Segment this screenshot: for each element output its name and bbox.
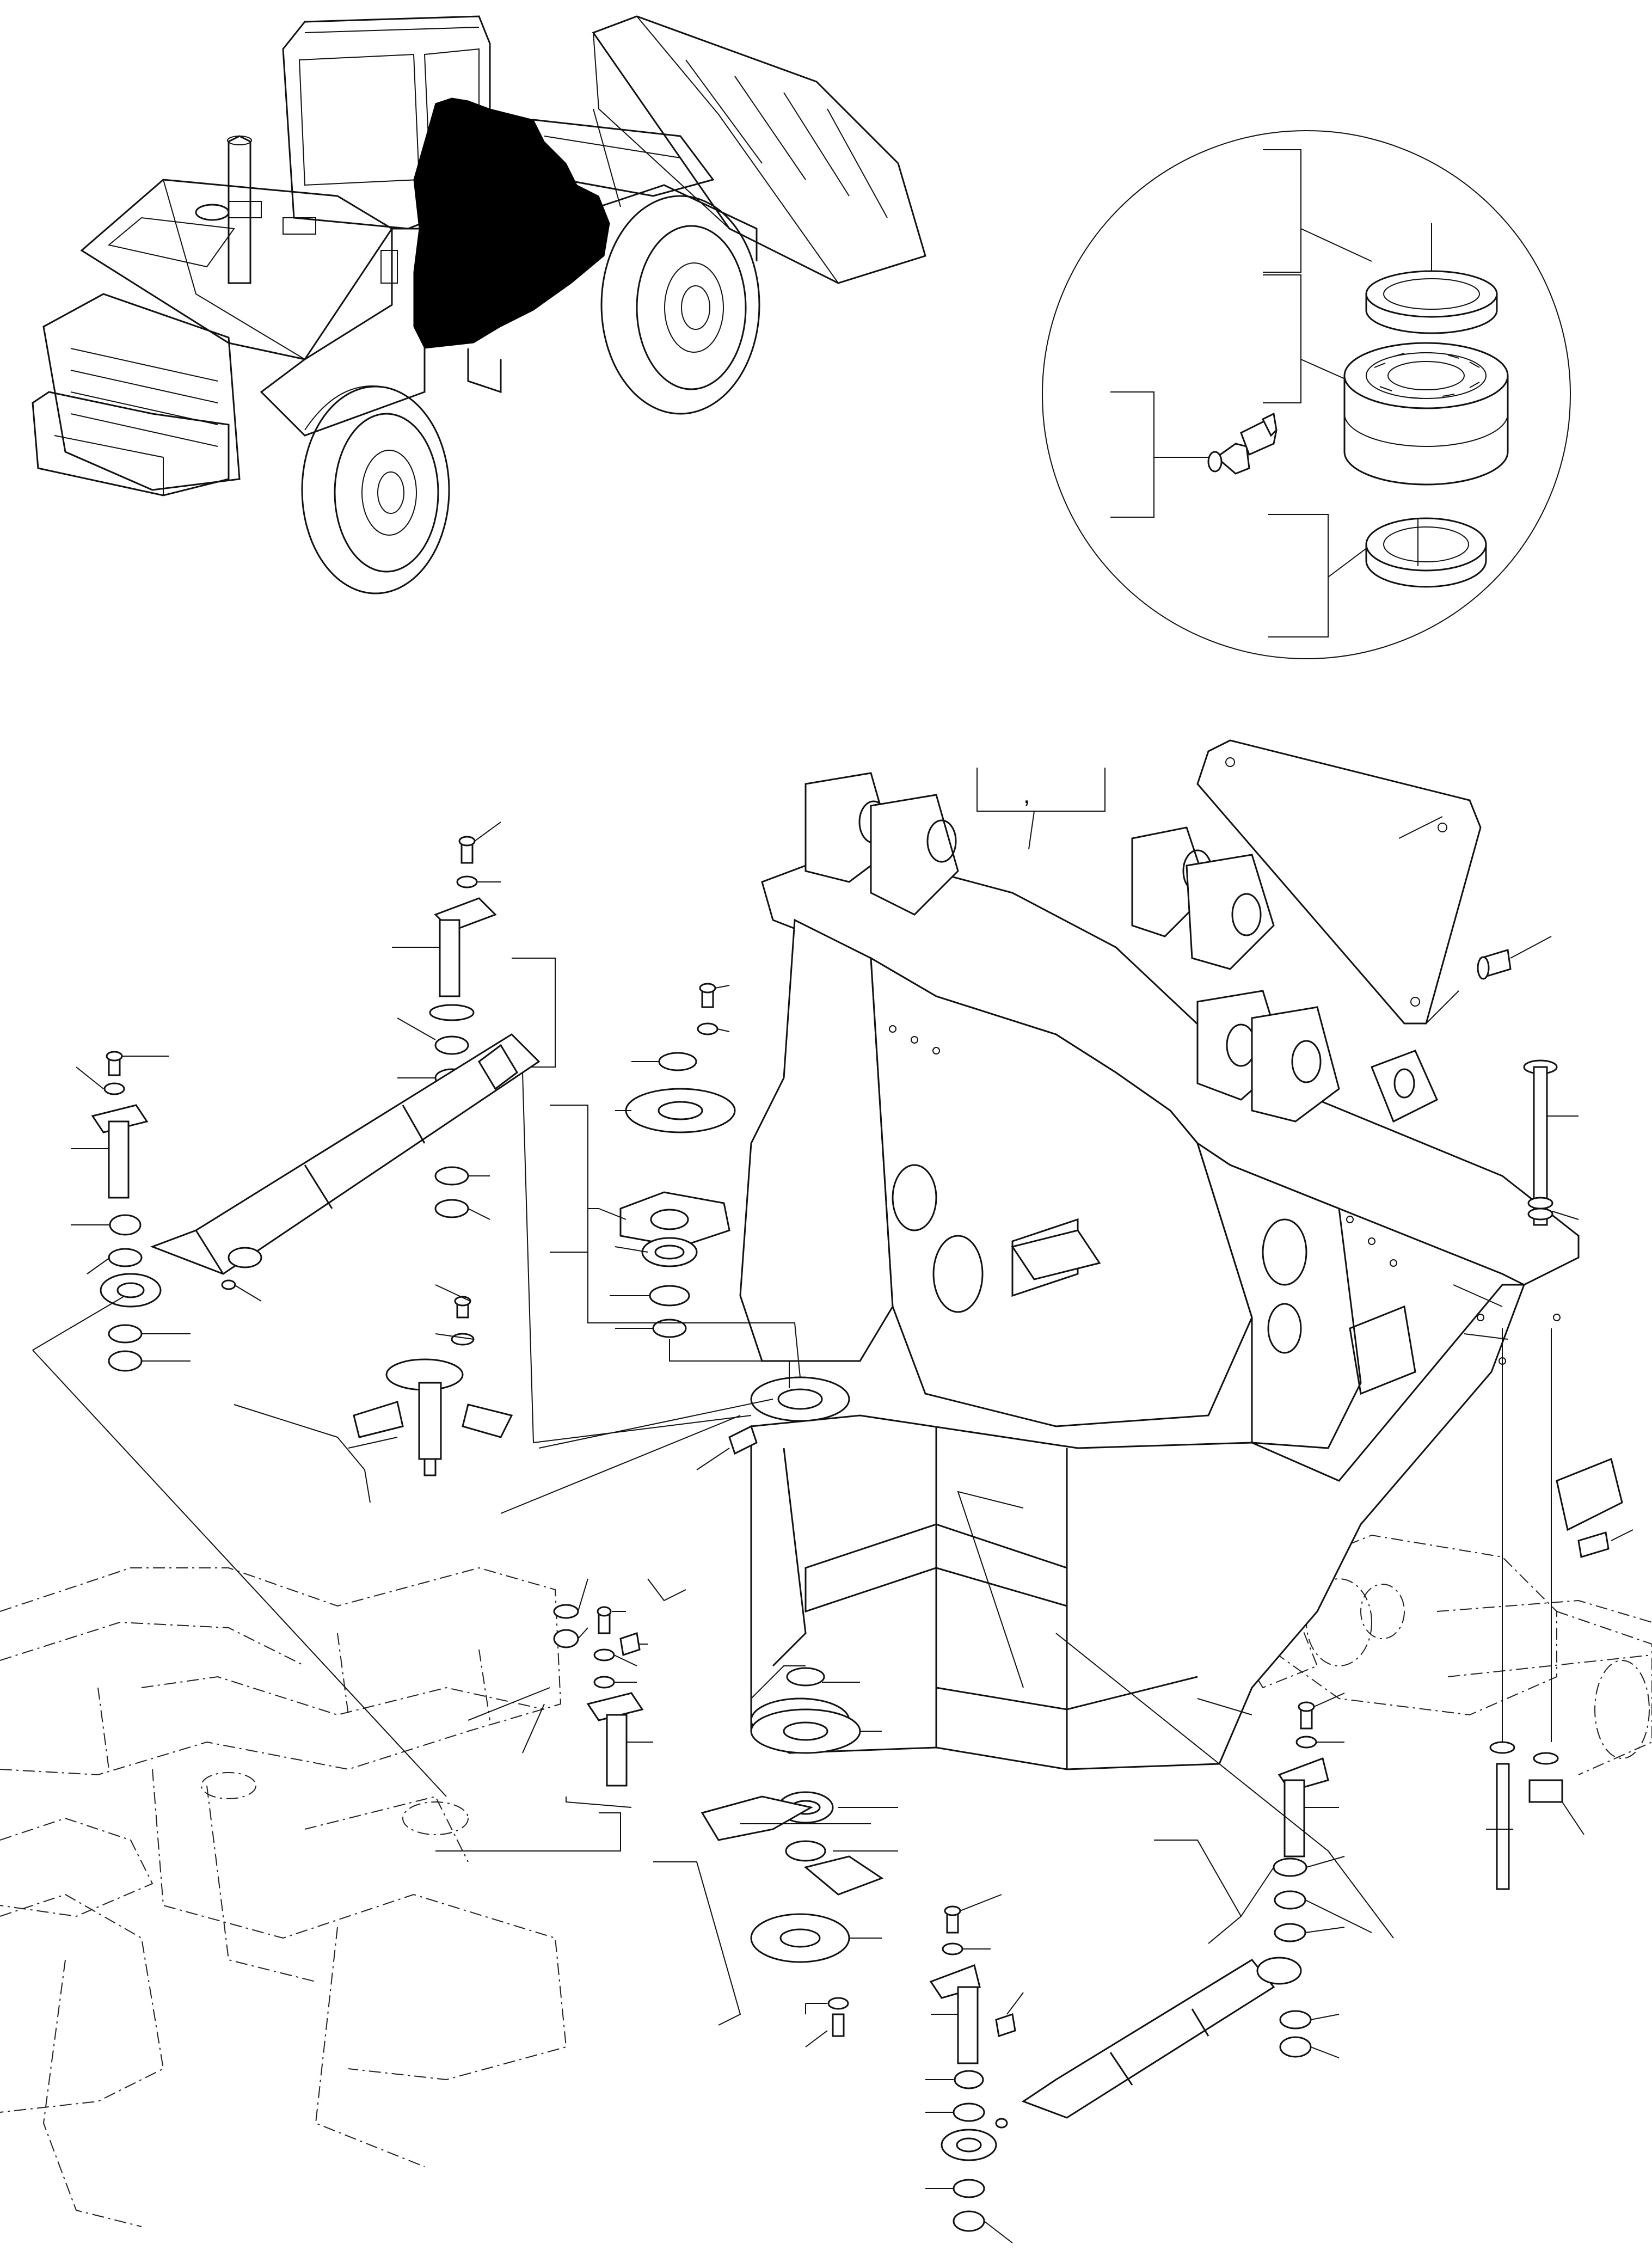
detail-boundary xyxy=(1042,130,1571,659)
cylinder-end-stack-left xyxy=(32,1051,447,1797)
roller-bearing xyxy=(1343,342,1509,486)
bearing-detail-circle xyxy=(1042,130,1571,659)
frame-lugs xyxy=(804,772,1438,1123)
seal-ring xyxy=(1365,223,1498,334)
inspection-cover xyxy=(1556,1457,1633,1558)
rear-frame-reference xyxy=(0,1567,567,2227)
rear-grille xyxy=(32,293,241,496)
center-bushing-stack xyxy=(550,983,790,1388)
lower-bushing-stack xyxy=(653,1667,898,2047)
loader-bucket xyxy=(592,15,926,284)
engine-hood xyxy=(80,135,393,360)
lower-pin-stack-left xyxy=(435,1578,653,1852)
thrust-ring xyxy=(1365,517,1487,588)
upper-pin-stack-right xyxy=(1154,1693,1372,2058)
front-wheel xyxy=(600,195,760,415)
cover-screw xyxy=(1477,936,1552,980)
grease-nipple xyxy=(1207,412,1278,475)
lower-pin-stack-right xyxy=(925,1894,1024,2243)
center-pivot-pin xyxy=(234,1284,513,1503)
front-frame-exploded-view: , xyxy=(0,739,1652,2243)
grease-fitting-center xyxy=(696,1425,758,1470)
long-bolt-upper xyxy=(1523,1059,1579,1226)
upper-pin-stack-left xyxy=(392,822,556,1220)
steering-cylinder-right xyxy=(941,1957,1302,2161)
cover-plate xyxy=(1196,739,1482,1025)
wheel-loader-overview xyxy=(32,15,926,594)
frame-callout-bracket: , xyxy=(977,768,1106,850)
callout-text: , xyxy=(1023,782,1030,808)
front-frame xyxy=(739,772,1580,1770)
exhaust-stack xyxy=(228,135,251,284)
rear-wheel xyxy=(301,385,450,594)
front-frame-highlight xyxy=(413,97,610,349)
long-bolt-lower xyxy=(1486,1741,1585,1890)
steering-cylinder-left xyxy=(100,1033,541,1308)
